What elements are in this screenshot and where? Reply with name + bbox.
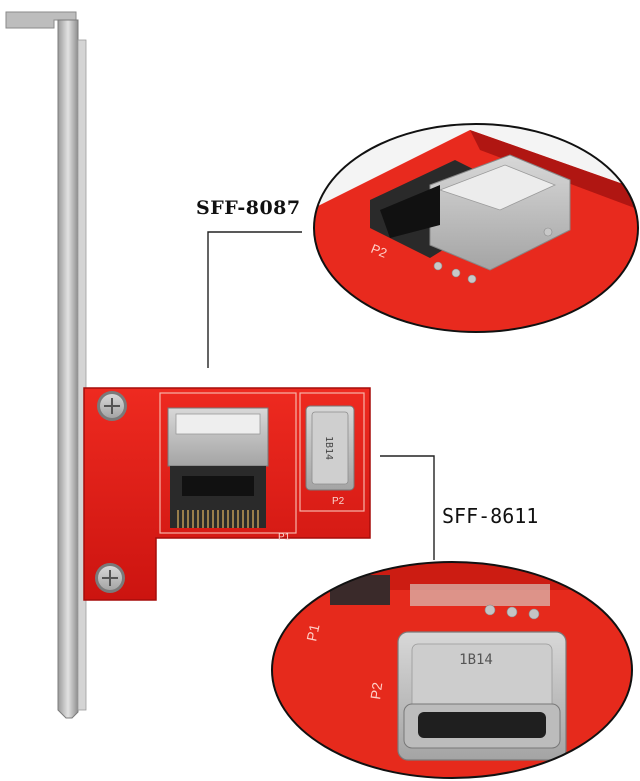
board-label-p2: P2: [332, 496, 345, 507]
sff-8611-label: SFF-8611: [442, 504, 539, 528]
sff-8611-connector: [305, 405, 355, 491]
callout-line-bottom: [380, 455, 435, 560]
zoom-label-p2: P2: [369, 241, 389, 261]
sff-8611-connector-zoom: [397, 631, 567, 761]
zoom-label-p2: P2: [367, 681, 385, 700]
screw-icon: [95, 563, 125, 593]
zoom-port-code: 1B14: [459, 652, 493, 668]
adapter-board: 1B14 P1 P2: [83, 387, 371, 601]
board-label-p1: P1: [278, 532, 291, 543]
board-port-code: 1B14: [323, 436, 334, 460]
sff-8087-connector-zoom: [370, 154, 571, 271]
sff-8611-zoom-inset: 1B14 P1 P2: [271, 561, 633, 779]
zoom-label-p1: P1: [303, 622, 322, 642]
sff-8087-label: SFF-8087: [196, 197, 301, 219]
screw-icon: [97, 391, 127, 421]
sff-8087-zoom-inset: P2: [313, 123, 639, 333]
pcie-bracket: [5, 11, 87, 719]
callout-line-top: [207, 231, 302, 368]
sff-8087-connector: [167, 407, 269, 528]
